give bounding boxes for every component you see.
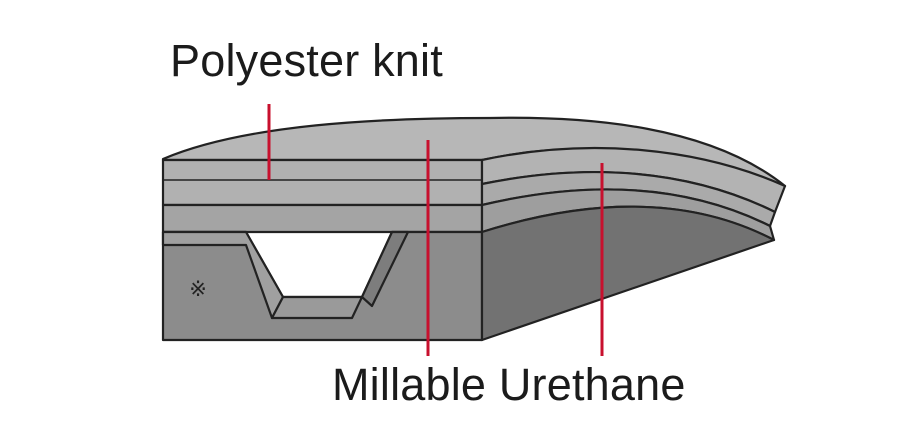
groove-right-wall (360, 230, 410, 308)
urethane-front-layer (161, 203, 484, 234)
label-millable-urethane: Millable Urethane (332, 359, 686, 410)
knit-front-layer (161, 158, 484, 207)
label-polyester-knit: Polyester knit (170, 35, 443, 86)
groove-bottom (270, 295, 364, 320)
reference-mark: ※ (189, 277, 207, 301)
body-side-face (480, 205, 776, 342)
body-front-face (161, 230, 484, 342)
